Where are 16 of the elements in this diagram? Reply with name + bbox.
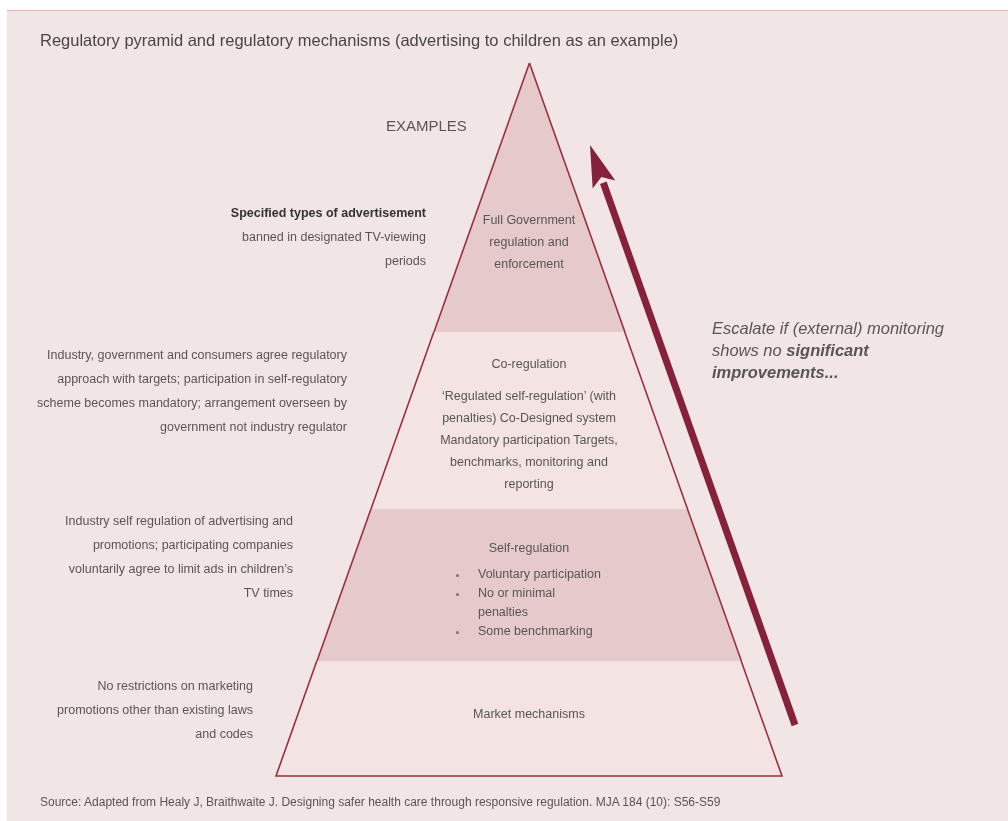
example-text: Specified types of advertisement banned in designated TV-viewing periods [229,205,426,270]
diagram-title: Regulatory pyramid and regulatory mechanisms (advertising to children as an example) [40,31,679,50]
bullet-item: No or minimal penalties [454,584,604,622]
tier-description: ‘Regulated self-regulation’ (with penalties) Co-Designed system Mandatory participation Targets, benchmarks, monitoring and reporting [439,388,619,493]
tier-heading: Full Government regulation and enforcement [481,212,577,273]
example-text: No restrictions on marketing promotions other than existing laws and codes [56,678,253,743]
escalate-note: Escalate if (external) monitoring shows no significant improvements... [712,318,945,383]
source-caption: Source: Adapted from Healy J, Braithwaite J. Designing safer health care through responsive regulation. MJA 184 (10): S56-S59 [40,795,721,809]
examples-heading: EXAMPLES [386,116,468,136]
tier-heading: Self-regulation [487,540,571,557]
example-text: Industry self regulation of advertising and promotions; participating companies voluntarily agree to limit ads in children’s TV times [64,513,293,602]
tier-heading: Market mechanisms [472,706,586,723]
example-text: Industry, government and consumers agree regulatory approach with targets; participation in self-regulatory scheme becomes mandatory; arrangement overseen by government not industry regulator [36,347,347,436]
bullet-item: Voluntary participation [454,565,604,584]
tier-heading: Co-regulation [490,356,568,373]
bullet-item: Some benchmarking [454,622,604,641]
